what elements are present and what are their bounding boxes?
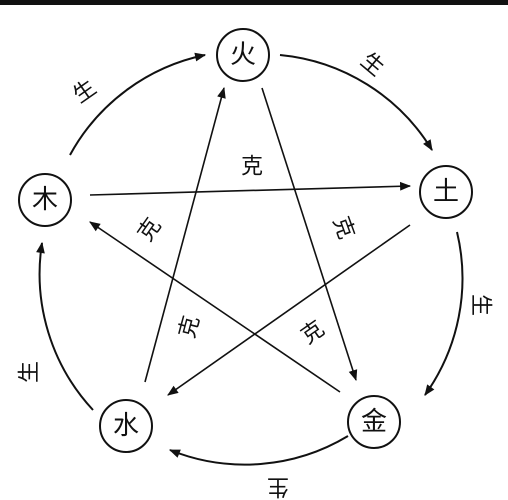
node-fire-label: 火 [230,40,256,70]
controlling-labels: 克 克 克 克 克 [133,155,358,350]
label-sheng-metal-water: 生 [267,474,289,499]
arc-metal-to-water [168,435,349,466]
node-metal: 金 [347,395,401,449]
arc-wood-to-fire [69,52,207,156]
node-fire: 火 [216,28,270,82]
generating-labels: 生 生 生 生 生 [18,48,493,498]
label-sheng-wood-fire: 生 [69,75,101,108]
node-wood-circle [18,173,72,227]
label-ke-metal-wood: 克 [133,214,166,246]
node-earth-circle [419,165,473,219]
chord-earth-to-water [167,224,411,396]
node-earth-label: 土 [433,177,459,207]
node-wood-label: 木 [32,185,58,215]
arc-earth-to-metal [424,231,464,396]
node-wood: 木 [18,173,72,227]
controlling-cycle [89,86,412,396]
generating-cycle [36,52,464,466]
node-water-circle [99,399,153,453]
label-ke-water-fire: 克 [175,313,205,341]
label-sheng-water-wood: 生 [18,361,43,383]
node-metal-circle [347,395,401,449]
label-ke-fire-metal: 克 [327,213,358,242]
arc-fire-to-earth [279,54,433,151]
arc-water-to-wood [36,241,94,411]
node-earth: 土 [419,165,473,219]
element-nodes: 火 土 金 水 木 [18,28,473,453]
chord-wood-to-earth [89,181,412,196]
label-ke-earth-water: 克 [297,316,329,349]
label-sheng-earth-metal: 生 [468,294,493,316]
chord-fire-to-metal [261,87,358,382]
chord-water-to-fire [144,86,226,383]
label-sheng-fire-earth: 生 [356,48,389,81]
node-fire-circle [216,28,270,82]
node-metal-label: 金 [361,407,387,437]
node-water: 水 [99,399,153,453]
label-ke-wood-earth: 克 [241,155,263,180]
chord-metal-to-wood [89,221,341,393]
node-water-label: 水 [113,411,139,441]
top-border-rule [0,0,508,5]
